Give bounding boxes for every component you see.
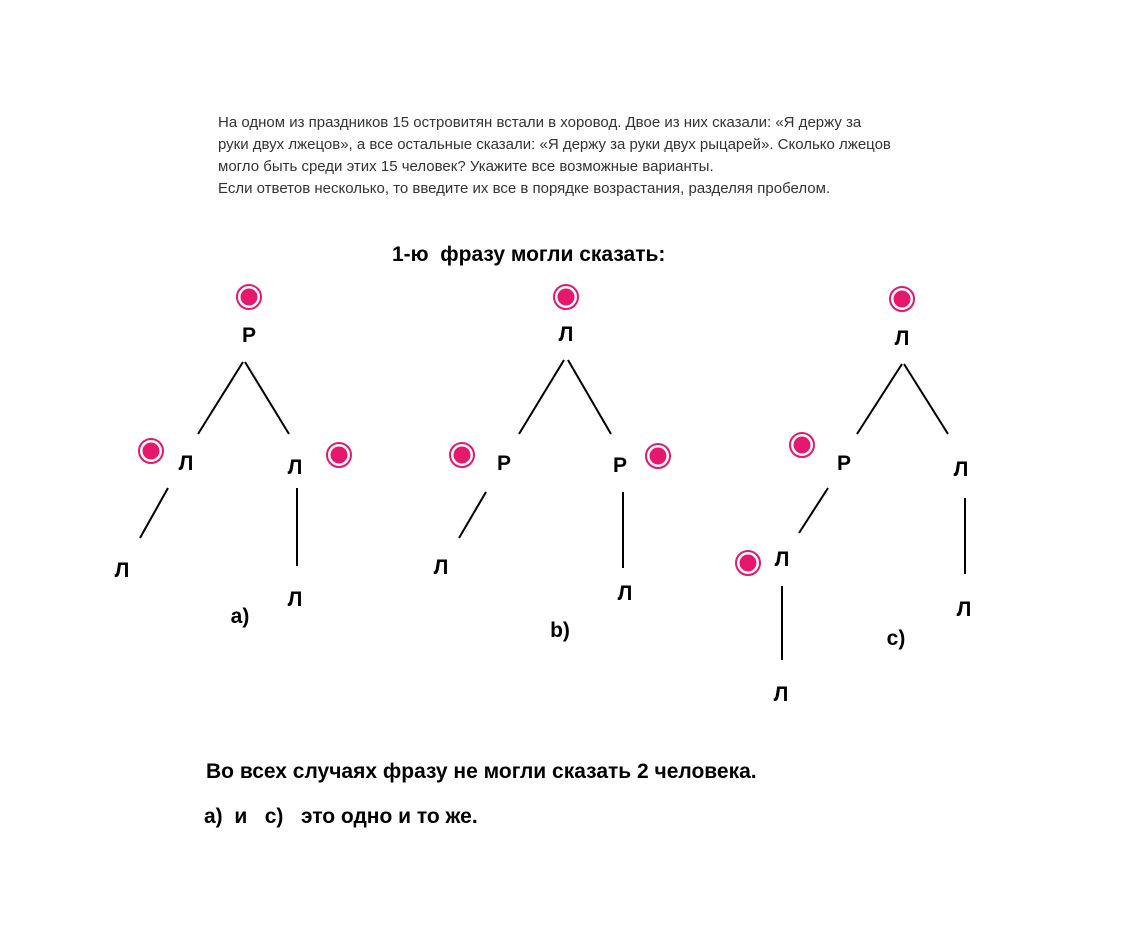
tree-edge [139, 487, 169, 539]
tree-node-label: Р [497, 452, 511, 475]
speaker-marker-dot [240, 288, 258, 306]
tree-node-label: Л [775, 548, 790, 571]
tree-caption: c) [887, 627, 906, 650]
speaker-marker-dot [793, 436, 811, 454]
tree-node-label: Л [957, 598, 972, 621]
problem-line-2: руки двух лжецов», а все остальные сказа… [218, 136, 891, 153]
tree-node-label: Р [613, 454, 627, 477]
speaker-marker-dot [649, 447, 667, 465]
conclusion-text: Во всех случаях фразу не могли сказать 2… [206, 760, 757, 783]
tree-edge [798, 487, 829, 534]
problem-line-3: могло быть среди этих 15 человек? Укажит… [218, 158, 714, 175]
tree-edge [856, 363, 903, 435]
problem-line-4: Если ответов несколько, то введите их вс… [218, 180, 831, 197]
tree-3: Л Р Л Л Л Лc) [735, 286, 972, 706]
tree-caption: b) [550, 619, 570, 642]
tree-node-label: Л [774, 683, 789, 706]
tree-node-label: Л [434, 556, 449, 579]
speaker-marker-dot [893, 290, 911, 308]
tree-node-label: Л [179, 452, 194, 475]
tree-caption: a) [231, 605, 250, 628]
speaker-marker-dot [330, 446, 348, 464]
problem-line-1: На одном из праздников 15 островитян вст… [218, 114, 862, 131]
speaker-marker-dot [557, 288, 575, 306]
tree-edge [903, 363, 949, 435]
tree-node-label: Л [954, 458, 969, 481]
tree-edge [567, 359, 612, 435]
tree-1: Р Л Л Л Лa) [115, 284, 352, 628]
tree-node-label: Л [618, 582, 633, 605]
tree-node-label: Л [288, 588, 303, 611]
tree-2: Л Р Р Л Лb) [434, 284, 671, 642]
tree-edge [518, 359, 565, 435]
diagram-heading: 1-ю фразу могли сказать: [392, 243, 666, 266]
tree-node-label: Л [288, 456, 303, 479]
tree-edge [458, 491, 487, 539]
speaker-marker-dot [453, 446, 471, 464]
note-text: а) и с) это одно и то же. [204, 805, 478, 828]
tree-edge [244, 361, 290, 435]
tree-node-label: Л [559, 323, 574, 346]
speaker-marker-dot [739, 554, 757, 572]
speaker-marker-dot [142, 442, 160, 460]
tree-node-label: Л [895, 327, 910, 350]
tree-node-label: Р [837, 452, 851, 475]
problem-statement: На одном из праздников 15 островитян вст… [218, 112, 988, 200]
tree-node-label: Л [115, 559, 130, 582]
tree-node-label: Р [242, 324, 256, 347]
tree-edge [197, 361, 244, 435]
